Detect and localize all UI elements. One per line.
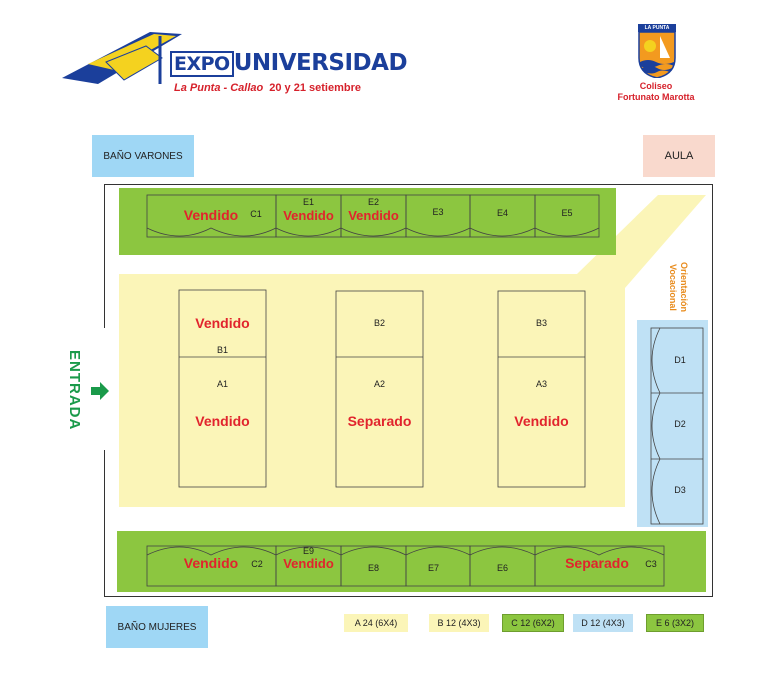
stand-c1-status: Vendido	[183, 207, 239, 223]
stand-e8-code: E8	[367, 563, 379, 573]
la-punta-crest: LA PUNTA	[636, 24, 678, 79]
stand-c3-status: Separado	[565, 555, 629, 571]
stand-d1-code: D1	[674, 355, 686, 365]
stand-a1-code: A1	[216, 379, 228, 389]
entrance-label: ENTRADA	[66, 350, 83, 431]
legend-a-label: A 24 (6X4)	[354, 618, 398, 628]
legend-b-label: B 12 (4X3)	[437, 618, 481, 628]
legend-b: B 12 (4X3)	[429, 614, 489, 632]
stand-e3-code: E3	[432, 207, 444, 217]
stand-d3-code: D3	[674, 485, 686, 495]
venue-line1: Coliseo	[639, 81, 673, 91]
stand-c3-code: C3	[645, 559, 657, 569]
aula: AULA	[643, 135, 715, 177]
logo-prefix: EXPO	[170, 51, 234, 77]
stand-e9-status: Vendido	[283, 556, 334, 571]
legend-e-label: E 6 (3X2)	[655, 618, 695, 628]
stand-a3-status: Vendido	[514, 413, 569, 429]
legend-c-label: C 12 (6X2)	[511, 618, 555, 628]
legend-c: C 12 (6X2)	[502, 614, 564, 632]
stand-b1-code: B1	[216, 345, 228, 355]
logo-location: La Punta - Callao	[174, 82, 264, 94]
stand-c2-code: C2	[251, 559, 263, 569]
orientation-label: Orientación Vocacional	[668, 261, 689, 312]
stand-e1-code: E1	[302, 197, 314, 207]
crest-icon	[638, 24, 676, 79]
stand-e2-status: Vendido	[348, 208, 399, 223]
graduation-cap-icon	[62, 32, 182, 84]
stand-e2-code: E2	[367, 197, 379, 207]
logo-main: UNIVERSIDAD	[233, 50, 408, 76]
blue-zone	[637, 320, 708, 527]
stand-a1-status: Vendido	[195, 413, 250, 429]
legend-e: E 6 (3X2)	[646, 614, 704, 632]
bano-mujeres: BAÑO MUJERES	[106, 606, 208, 648]
stand-c2-status: Vendido	[183, 555, 239, 571]
stand-e4-code: E4	[496, 208, 508, 218]
stand-c1-code: C1	[250, 209, 262, 219]
legend-a: A 24 (6X4)	[344, 614, 408, 632]
bano-varones: BAÑO VARONES	[92, 135, 194, 177]
legend-d-label: D 12 (4X3)	[581, 618, 625, 628]
stand-d2-code: D2	[674, 419, 686, 429]
stand-e5-code: E5	[561, 208, 573, 218]
logo-dates: 20 y 21 setiembre	[269, 82, 361, 94]
stand-e7-code: E7	[427, 563, 439, 573]
stand-e9-code: E9	[302, 546, 314, 556]
stand-a3-code: A3	[535, 379, 547, 389]
stand-b1-status: Vendido	[195, 315, 250, 331]
legend-d: D 12 (4X3)	[573, 614, 633, 632]
venue-name: Coliseo Fortunato Marotta	[600, 81, 712, 103]
logo-subtitle: La Punta - Callao 20 y 21 setiembre	[174, 82, 361, 94]
stand-e6-code: E6	[496, 563, 508, 573]
stand-a2-code: A2	[373, 379, 385, 389]
entrance-arrow-icon	[91, 382, 109, 400]
stand-b2-code: B2	[373, 318, 385, 328]
stand-a2-status: Separado	[347, 413, 412, 429]
green-zone-bottom	[117, 531, 706, 592]
stand-e1-status: Vendido	[283, 208, 334, 223]
venue-line2: Fortunato Marotta	[617, 92, 695, 102]
stand-b3-code: B3	[535, 318, 547, 328]
green-zone-top	[119, 188, 616, 255]
crest-label: LA PUNTA	[644, 25, 670, 31]
